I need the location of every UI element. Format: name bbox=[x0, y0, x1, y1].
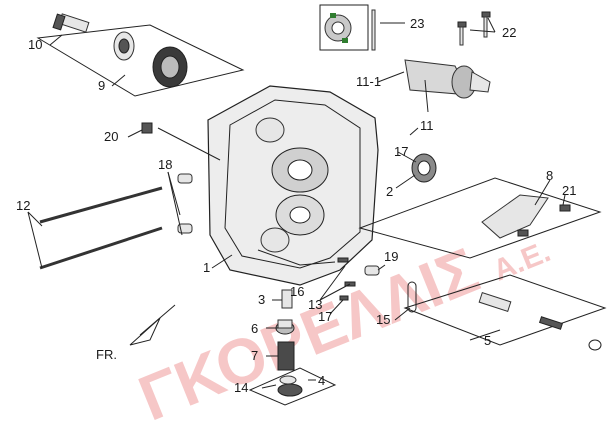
watermark-suffix: Α.Ε. bbox=[489, 235, 555, 287]
part-7-spring bbox=[277, 341, 295, 371]
part-5-relief-valve bbox=[478, 291, 602, 351]
part-2-oil-seal bbox=[411, 153, 437, 183]
leader-lines bbox=[27, 17, 566, 389]
callout-10: 10 bbox=[28, 37, 42, 52]
part-15-gasket bbox=[407, 281, 417, 313]
callout-23: 23 bbox=[410, 16, 424, 31]
part-11-1-starter-motor bbox=[404, 59, 491, 113]
part-3-pin bbox=[281, 289, 293, 309]
callout-19: 19 bbox=[384, 249, 398, 264]
callout-20: 20 bbox=[104, 129, 118, 144]
part-19-dowel bbox=[364, 265, 380, 276]
callout-9: 9 bbox=[98, 78, 105, 93]
callout-6: 6 bbox=[251, 321, 258, 336]
direction-arrow bbox=[129, 304, 176, 346]
callout-16: 16 bbox=[290, 284, 304, 299]
callout-11: 11 bbox=[420, 118, 434, 133]
callout-17-lower: 17 bbox=[318, 309, 332, 324]
callout-8: 8 bbox=[546, 168, 553, 183]
callout-3: 3 bbox=[258, 292, 265, 307]
part-20-plug bbox=[141, 122, 153, 134]
part-1-crankcase bbox=[207, 85, 379, 286]
callout-21: 21 bbox=[562, 183, 576, 198]
callout-4: 4 bbox=[318, 373, 325, 388]
callout-22: 22 bbox=[502, 25, 516, 40]
callout-14: 14 bbox=[234, 380, 248, 395]
callout-11-1: 11-1 bbox=[356, 74, 381, 89]
callout-15: 15 bbox=[376, 312, 390, 327]
part-9-gears bbox=[113, 31, 188, 88]
part-4-strainer bbox=[277, 375, 303, 397]
part-6-cap bbox=[275, 319, 295, 335]
part-12-long-bolts bbox=[39, 186, 163, 270]
part-22-bolts bbox=[457, 11, 491, 46]
callout-17-upper: 17 bbox=[394, 144, 408, 159]
panel-valve-group bbox=[403, 274, 607, 346]
panel-strainer-group bbox=[248, 367, 337, 406]
part-10-shaft bbox=[52, 13, 90, 33]
callout-1: 1 bbox=[203, 260, 210, 275]
part-23-inset bbox=[319, 4, 369, 51]
callout-18: 18 bbox=[158, 157, 172, 172]
panel-cover-group bbox=[358, 177, 602, 259]
callout-12: 12 bbox=[16, 198, 30, 213]
callout-2: 2 bbox=[386, 184, 393, 199]
direction-label: FR. bbox=[96, 347, 117, 362]
callout-5: 5 bbox=[484, 333, 491, 348]
part-23-brush-plate bbox=[324, 9, 376, 51]
callout-7: 7 bbox=[251, 348, 258, 363]
callout-13: 13 bbox=[308, 297, 322, 312]
panel-gear-group bbox=[36, 24, 245, 97]
part-8-cover-plate bbox=[481, 194, 571, 239]
